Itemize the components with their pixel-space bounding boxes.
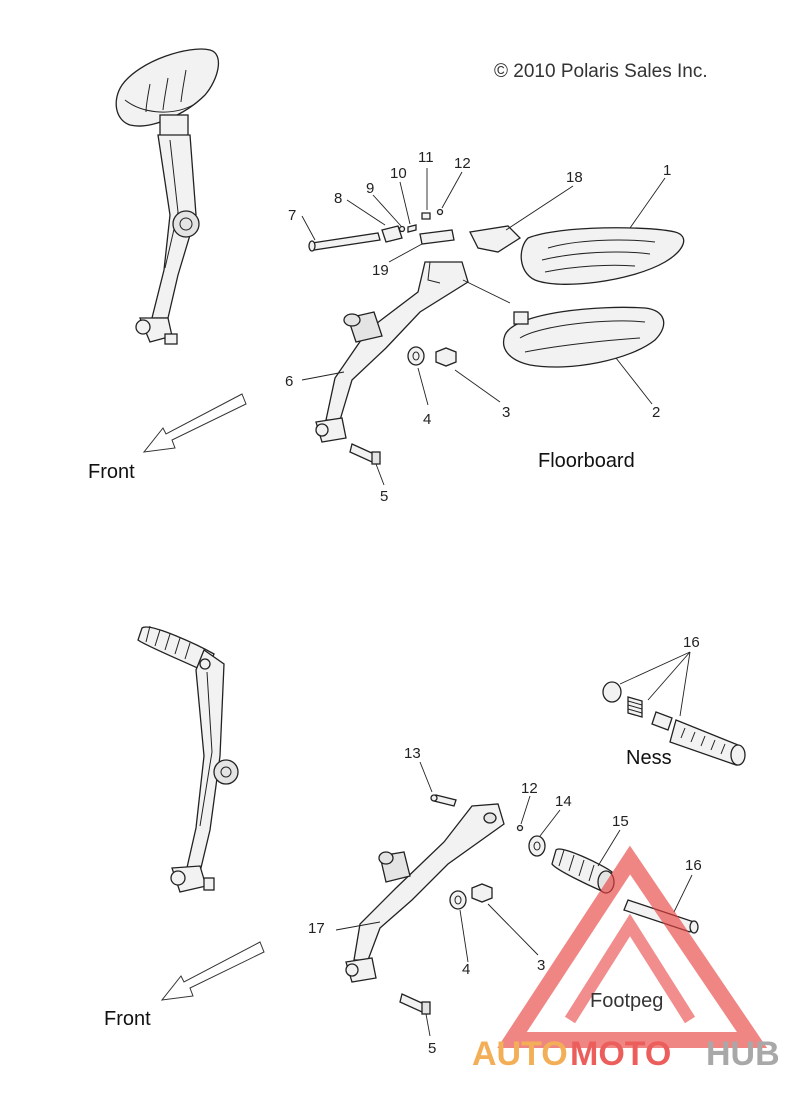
- callout-15: 15: [612, 813, 629, 830]
- floorboard-assembly-view: [115, 48, 220, 345]
- watermark-moto: MOTO: [570, 1035, 671, 1073]
- callout-6: 6: [285, 373, 293, 390]
- callout-18: 18: [566, 169, 583, 186]
- floorboard-tray-2: [503, 306, 665, 368]
- arm-17: [353, 803, 505, 961]
- top-leader-lines: [301, 168, 666, 486]
- washer-14: [528, 835, 546, 857]
- washer-4: [407, 346, 425, 366]
- callout-16-ness: 16: [683, 634, 700, 651]
- sleeve-19: [419, 229, 455, 245]
- front-arrow-top: [142, 393, 247, 453]
- callout-3-bottom: 3: [537, 957, 545, 974]
- nut-3-bottom: [471, 883, 493, 903]
- callout-5: 5: [380, 488, 388, 505]
- arm-6: [325, 261, 469, 421]
- watermark-triangle-inner: [564, 913, 696, 1024]
- front-label-top: Front: [88, 461, 135, 483]
- ness-cap: [602, 681, 622, 703]
- callout-12-bottom: 12: [521, 780, 538, 797]
- footpeg-exploded-view: [345, 794, 699, 1015]
- footpeg-assembly-view: [137, 625, 239, 893]
- pad-18: [469, 225, 522, 253]
- bolt-5-bottom: [399, 993, 425, 1013]
- callout-4-bottom: 4: [462, 961, 470, 978]
- plate-8: [381, 225, 403, 243]
- callout-3: 3: [502, 404, 510, 421]
- pin-7: [311, 232, 381, 251]
- ness-label: Ness: [626, 747, 672, 769]
- watermark-auto: AUTO: [472, 1035, 568, 1073]
- copyright-text: © 2010 Polaris Sales Inc.: [494, 61, 708, 82]
- callout-11: 11: [418, 149, 434, 166]
- floorboard-exploded-view: [308, 208, 685, 465]
- callout-7: 7: [288, 207, 296, 224]
- washer-4-bottom: [449, 890, 467, 910]
- top-callouts: 1 2 3 4 5 6 7 8 9 10 11 12 18 19: [285, 149, 671, 505]
- callout-17: 17: [308, 920, 325, 937]
- floorboard-label: Floorboard: [538, 450, 635, 472]
- nut-3: [435, 347, 457, 367]
- watermark-logo: Footpeg AUTO MOTO HUB: [472, 845, 780, 1073]
- footpeg-label: Footpeg: [590, 990, 663, 1012]
- callout-10: 10: [390, 165, 407, 182]
- callout-14: 14: [555, 793, 572, 810]
- callout-8: 8: [334, 190, 342, 207]
- callout-4: 4: [423, 411, 431, 428]
- callout-9: 9: [366, 180, 374, 197]
- callout-5-bottom: 5: [428, 1040, 436, 1057]
- callout-12: 12: [454, 155, 471, 172]
- callout-13: 13: [404, 745, 421, 762]
- bottom-callouts: 3 4 5 12 13 14 15 16 16 17: [308, 634, 702, 1057]
- callout-19: 19: [372, 262, 389, 279]
- callout-16-pin: 16: [685, 857, 702, 874]
- watermark-hub: HUB: [706, 1035, 780, 1073]
- front-label-bottom: Front: [104, 1008, 151, 1030]
- callout-1: 1: [663, 162, 671, 179]
- floorboard-top-1: [520, 227, 685, 285]
- callout-2: 2: [652, 404, 660, 421]
- front-arrow-bottom: [160, 941, 265, 1001]
- watermark-triangle-outer: [497, 845, 768, 1048]
- bottom-leader-lines: [335, 651, 693, 1037]
- bolt-5: [349, 443, 375, 463]
- ness-footpeg-view: [602, 681, 746, 766]
